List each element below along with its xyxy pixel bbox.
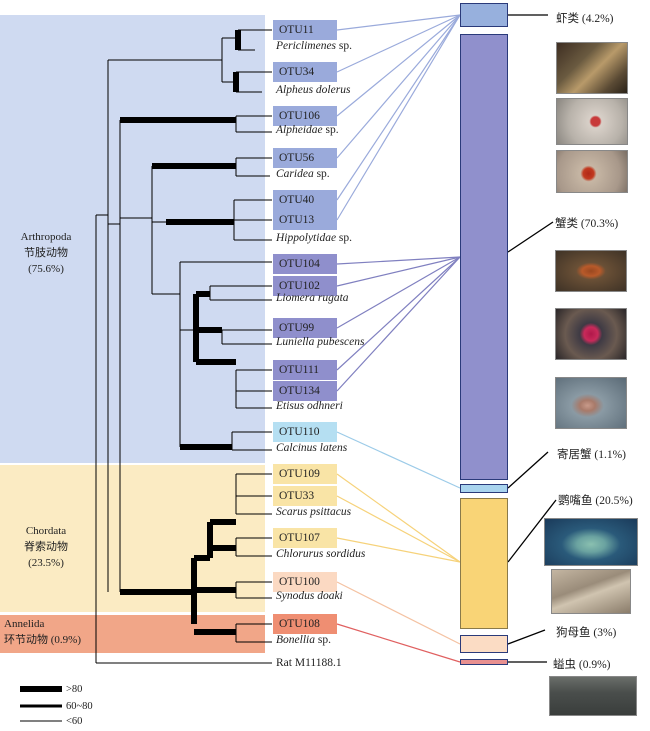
label-arthropoda: Arthropoda 节肢动物 (75.6%) <box>0 229 92 277</box>
otu-box-otu107: OTU107 <box>273 528 337 548</box>
phylum-pct: (23.5%) <box>28 557 64 569</box>
label-pointer <box>507 629 546 645</box>
label-chordata: Chordata 脊索动物 (23.5%) <box>0 523 92 571</box>
region-arthropoda <box>0 15 265 463</box>
connector-line <box>336 256 461 329</box>
otu-box-otu111: OTU111 <box>273 360 337 380</box>
bar-shrimp <box>460 3 508 27</box>
species-label: Alpheus dolerus <box>276 84 351 96</box>
otu-box-otu11: OTU11 <box>273 20 337 40</box>
connector-line <box>336 495 461 563</box>
species-label: Synodus doaki <box>276 590 343 602</box>
bar-lizardfish <box>460 635 508 653</box>
connector-line <box>336 14 461 221</box>
otu-box-otu108: OTU108 <box>273 614 337 634</box>
connector-line <box>336 537 461 563</box>
phylum-name: Arthropoda <box>20 231 72 243</box>
label-pointer <box>507 451 549 489</box>
bar-spoonworm <box>460 659 508 665</box>
connector-line <box>336 473 461 563</box>
species-label: Alpheidae sp. <box>276 124 339 136</box>
connector-line <box>336 256 461 392</box>
label-pointer <box>507 221 554 253</box>
otu-box-otu40: OTU40 <box>273 190 337 210</box>
category-shrimp: 虾类 (4.2%) <box>556 13 614 25</box>
connector-line <box>336 14 461 73</box>
otu-box-otu104: OTU104 <box>273 254 337 274</box>
otu-box-otu134: OTU134 <box>273 381 337 401</box>
connector-line <box>336 14 461 117</box>
connector-line <box>336 431 461 489</box>
phylum-cn: 环节动物 (0.9%) <box>4 634 81 646</box>
lizardfish-photo <box>551 569 631 614</box>
crab-photo-3 <box>555 377 627 429</box>
species-label: Etisus odhneri <box>276 400 343 412</box>
species-label: Calcinus latens <box>276 442 348 454</box>
connector-line <box>336 581 461 645</box>
connector-line <box>336 623 461 663</box>
bar-hermit-crab <box>460 484 508 493</box>
connector-line <box>336 256 461 287</box>
shrimp-photo-3 <box>556 150 628 193</box>
connector-line <box>336 256 461 265</box>
legend-high: >80 <box>66 684 83 695</box>
species-label: Caridea sp. <box>276 168 330 180</box>
outgroup-label: Rat M11188.1 <box>276 657 342 669</box>
species-label: Periclimenes sp. <box>276 40 353 52</box>
label-annelida: Annelida 环节动物 (0.9%) <box>4 616 104 648</box>
otu-box-otu109: OTU109 <box>273 464 337 484</box>
otu-box-otu34: OTU34 <box>273 62 337 82</box>
species-label: Liomera rugata <box>276 292 349 304</box>
species-label: Scarus psittacus <box>276 506 352 518</box>
connector-line <box>336 256 461 371</box>
connector-line <box>336 14 461 31</box>
legend-mid: 60~80 <box>66 701 93 712</box>
category-lizardfish: 狗母鱼 (3%) <box>556 627 617 639</box>
otu-box-otu99: OTU99 <box>273 318 337 338</box>
connector-line <box>336 14 461 159</box>
otu-box-otu102: OTU102 <box>273 276 337 296</box>
species-label: Bonellia sp. <box>276 634 331 646</box>
parrotfish-photo <box>544 518 638 566</box>
otu-box-otu33: OTU33 <box>273 486 337 506</box>
shrimp-photo-2 <box>556 98 628 145</box>
species-label: Chlorurus sordidus <box>276 548 366 560</box>
phylum-name: Annelida <box>4 618 45 630</box>
otu-box-otu106: OTU106 <box>273 106 337 126</box>
crab-photo-2 <box>555 308 627 360</box>
species-label: Hippolytidae sp. <box>276 232 353 244</box>
tree-branch <box>1 1 108 118</box>
spoon-worm-photo <box>549 676 637 716</box>
otu-box-otu110: OTU110 <box>273 422 337 442</box>
species-label: Luniella pubescens <box>276 336 365 348</box>
crab-photo-1 <box>555 250 627 292</box>
otu-box-otu13: OTU13 <box>273 210 337 230</box>
otu-box-otu56: OTU56 <box>273 148 337 168</box>
connector-line <box>336 14 461 201</box>
phylum-name: Chordata <box>25 525 67 537</box>
label-pointer <box>507 499 557 563</box>
phylum-cn: 脊索动物 <box>24 541 68 553</box>
category-crab: 蟹类 (70.3%) <box>555 218 619 230</box>
phylum-pct: (75.6%) <box>28 263 64 275</box>
category-spoonworm: 螠虫 (0.9%) <box>553 659 611 671</box>
bar-parrotfish <box>460 498 508 629</box>
otu-box-otu100: OTU100 <box>273 572 337 592</box>
category-hermit-crab: 寄居蟹 (1.1%) <box>557 449 626 461</box>
category-parrotfish: 鹦嘴鱼 (20.5%) <box>558 495 633 507</box>
anemone-shrimp-photo <box>556 42 628 94</box>
phylum-cn: 节肢动物 <box>24 247 68 259</box>
legend-low: <60 <box>66 716 83 727</box>
bar-crab <box>460 34 508 480</box>
